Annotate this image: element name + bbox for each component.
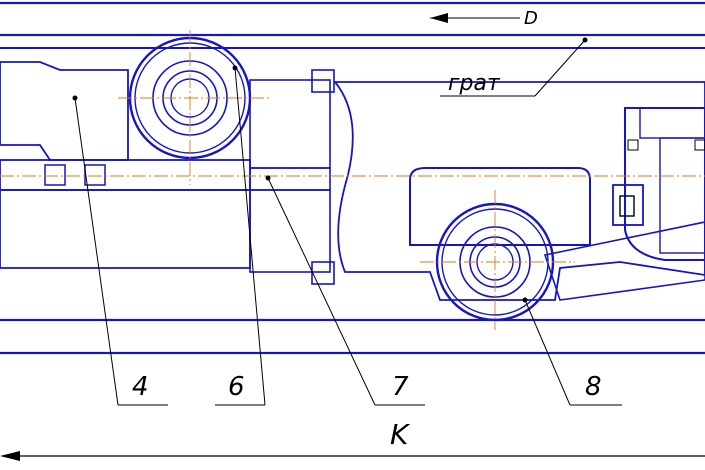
leader-part-4: 4 xyxy=(72,95,168,406)
part-6-label: 6 xyxy=(228,372,245,402)
view-k-label: K xyxy=(390,418,411,451)
leader-part-6: 6 xyxy=(215,65,266,406)
bottom-pipe-wall xyxy=(0,318,705,355)
centerlines xyxy=(0,30,705,330)
burr-label: грат xyxy=(448,71,501,96)
part-4-label: 4 xyxy=(132,372,149,402)
diameter-label: D xyxy=(524,8,538,29)
part-7-label: 7 xyxy=(392,372,409,402)
burr-annotation: грат xyxy=(440,37,588,97)
top-pipe-wall xyxy=(0,1,705,49)
leader-part-8: 8 xyxy=(522,297,622,406)
part-4-stamp xyxy=(0,61,251,269)
hydraulic-cylinder xyxy=(612,107,705,261)
diameter-dimension: D xyxy=(430,8,538,29)
bottom-arrow xyxy=(0,451,705,461)
part-8-label: 8 xyxy=(585,372,602,402)
shaft-plate xyxy=(249,69,335,285)
mandrel-body xyxy=(333,81,705,301)
leader-part-7: 7 xyxy=(265,175,425,406)
